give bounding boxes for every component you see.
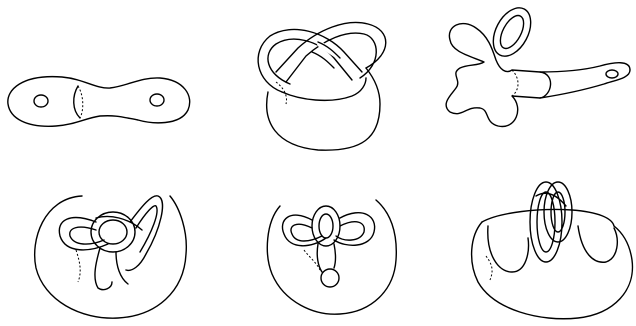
trefoil-ring-inner	[99, 220, 127, 244]
ring-right-outer	[544, 182, 572, 242]
inner-rim	[282, 78, 366, 100]
down-strand-b	[116, 252, 128, 284]
long-handle-bottom	[540, 70, 630, 98]
right-hole	[150, 94, 164, 106]
left-hole	[34, 95, 48, 107]
bowl-rim	[482, 210, 614, 227]
bottom-loop	[321, 269, 339, 287]
round-body-outline	[35, 196, 187, 318]
dumbbell-outline	[8, 77, 190, 127]
left-lobe-inner	[291, 224, 322, 241]
base-dashed-curve	[76, 250, 80, 282]
center-ring-inner	[319, 214, 333, 238]
down-strand-a	[95, 248, 112, 290]
top-loop-inner	[496, 12, 529, 52]
ring-left-outer	[530, 182, 562, 262]
lobed-body-outline	[446, 24, 550, 127]
right-lobe	[578, 226, 617, 262]
left-lobe	[488, 226, 529, 272]
base-dashed-curve	[486, 256, 492, 280]
stem-right	[334, 244, 336, 268]
handle-dashed-curve	[512, 70, 518, 96]
left-loop-inner	[268, 39, 352, 84]
panel-linked-loops-bowl	[472, 182, 633, 319]
bowl-outline	[472, 222, 633, 319]
panel-genus-two-surface	[8, 77, 190, 127]
right-petal-inner	[136, 206, 157, 252]
handle-end-hole	[606, 70, 618, 78]
neck-dashed-curve	[78, 86, 83, 118]
stem-left	[317, 244, 322, 272]
center-ring-outer	[312, 206, 340, 246]
neck-curve	[74, 86, 80, 118]
panel-knotted-handlebody-b	[267, 200, 396, 314]
left-lobe	[59, 218, 108, 250]
panel-pretzel-knotted-handles	[258, 22, 386, 150]
panel-knotted-handlebody-a	[35, 196, 187, 318]
panel-lobed-surface-with-handle	[446, 2, 630, 127]
